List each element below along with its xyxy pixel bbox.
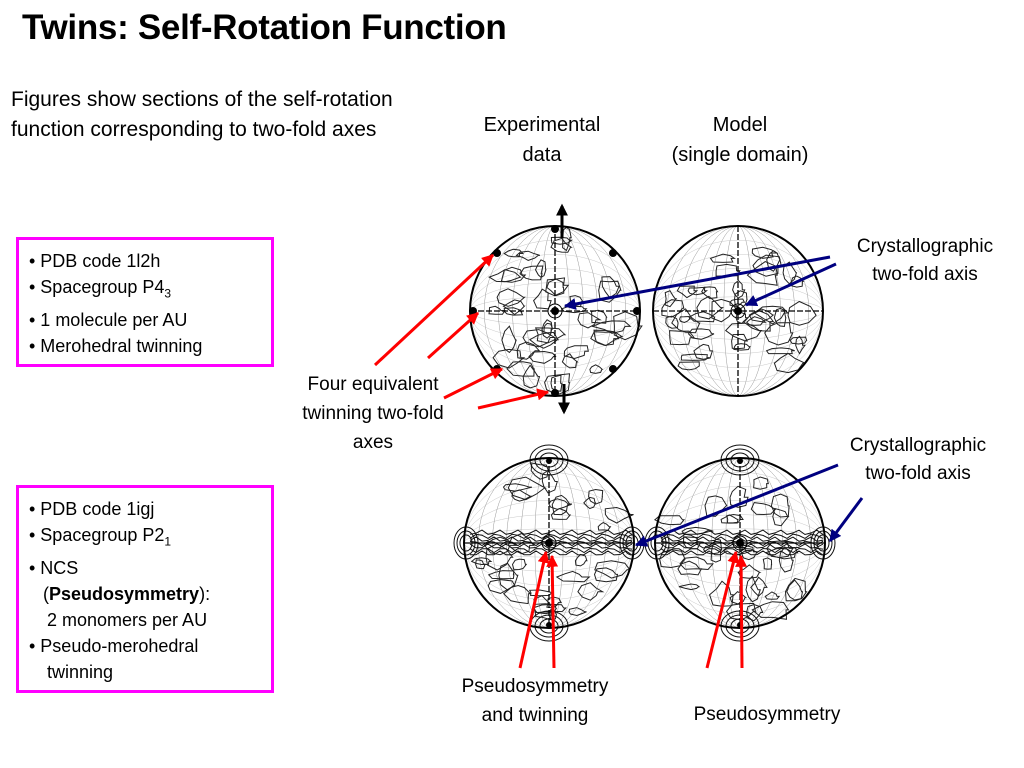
label-four-line2: twinning two-fold (302, 403, 444, 424)
box2-line2: • Spacegroup P21 (29, 522, 261, 555)
header-experimental-line1: Experimental (483, 114, 601, 136)
label-four-line3: axes (352, 432, 394, 453)
box2-line1: • PDB code 1igj (29, 499, 155, 519)
plot-model-1igj (644, 444, 836, 642)
red-arrow-twin-3 (443, 367, 504, 400)
red-arrow-pseudo-1 (518, 550, 550, 669)
label-cryst-top-line2: two-fold axis (872, 264, 978, 285)
label-four-line1: Four equivalent (307, 374, 439, 395)
label-pseudo-twin-line1: Pseudosymmetry (461, 676, 609, 697)
plot-experimental-1igj (453, 444, 645, 642)
box1-line3: • 1 molecule per AU (29, 309, 188, 330)
header-model-line1: Model (712, 114, 768, 136)
red-arrow-pseudo-2 (546, 554, 559, 669)
header-model-line2: (single domain) (671, 144, 809, 166)
label-cryst-bottom-line1: Crystallographic (849, 435, 987, 456)
header-experimental: Experimental data (452, 110, 632, 170)
header-experimental-line2: data (522, 144, 562, 166)
label-crystallographic-top: Crystallographic two-fold axis (835, 233, 1015, 289)
box2-spacegroup: • Spacegroup P2 (29, 525, 165, 545)
box1-spacegroup: • Spacegroup P4 (29, 277, 165, 297)
box2-spacegroup-sub: 1 (164, 534, 172, 549)
label-cryst-bottom-line2: two-fold axis (865, 463, 971, 484)
box2-line3: • NCS (29, 557, 79, 578)
blue-arrow-cryst-bottom-1 (634, 463, 839, 547)
slide-title: Twins: Self-Rotation Function (22, 8, 507, 47)
label-crystallographic-bottom: Crystallographic two-fold axis (828, 432, 1008, 488)
box2-line7: twinning (47, 661, 114, 682)
plot-model-1l2h (652, 225, 824, 397)
box1-line4: • Merohedral twinning (29, 335, 203, 356)
label-four-equivalent: Four equivalent twinning two-fold axes (278, 370, 468, 457)
label-pseudosymmetry: Pseudosymmetry (693, 704, 841, 725)
red-arrow-pseudo-3 (705, 550, 740, 669)
box1-spacegroup-sub: 3 (164, 286, 172, 301)
plot-experimental-1l2h (469, 225, 643, 397)
header-model: Model (single domain) (650, 110, 830, 170)
box2-line6: • Pseudo-merohedral (29, 635, 199, 656)
intro-text: Figures show sections of the self-rotati… (11, 88, 393, 141)
box2-pseudosymmetry: Pseudosymmetry (49, 583, 200, 604)
box2-line4: (Pseudosymmetry): (29, 581, 261, 607)
label-cryst-top-line1: Crystallographic (856, 236, 994, 257)
blue-arrow-cryst-top-2 (744, 262, 837, 307)
red-arrow-pseudo-4 (735, 554, 748, 669)
box2-paren-open: ( (43, 583, 49, 604)
label-pseudo-twin-line2: and twinning (481, 705, 589, 726)
label-pseudosymmetry-twinning: Pseudosymmetry and twinning (440, 672, 630, 730)
box1-line2: • Spacegroup P43 (29, 274, 261, 307)
blue-arrow-cryst-top-1 (563, 255, 831, 310)
info-box-1igj: • PDB code 1igj • Spacegroup P21 • NCS (… (16, 485, 274, 693)
box2-paren-close: ): (199, 583, 211, 604)
red-arrow-twin-1 (373, 253, 495, 367)
box2-line5: 2 monomers per AU (47, 609, 208, 630)
red-arrow-twin-4 (477, 388, 550, 410)
info-box-1l2h: • PDB code 1l2h • Spacegroup P43 • 1 mol… (16, 237, 274, 367)
red-arrow-twin-2 (426, 311, 480, 360)
box1-line1: • PDB code 1l2h (29, 251, 161, 271)
blue-arrow-cryst-bottom-2 (828, 497, 864, 542)
